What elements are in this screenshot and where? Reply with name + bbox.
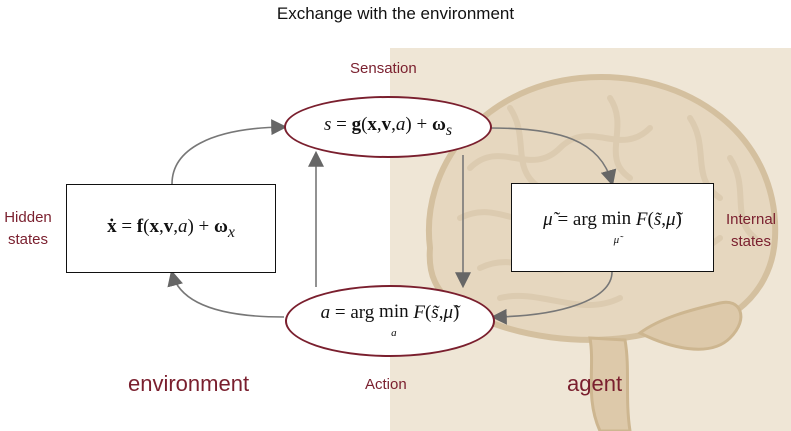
sensation-ellipse: s = g(x,v,a) + ωs — [284, 96, 492, 158]
hidden-states-label: Hidden states — [4, 209, 52, 248]
diagram-title: Exchange with the environment — [276, 4, 515, 23]
sensation-equation: s = g(x,v,a) + ωs — [323, 114, 453, 139]
arrow-sensation-to-internal — [489, 127, 617, 187]
environment-label: environment — [128, 371, 250, 396]
agent-label: agent — [567, 371, 623, 396]
hidden-states-equation: ẋ = f(x,v,a) + ωx — [107, 215, 235, 241]
arrow-internal-to-action — [490, 271, 613, 325]
sensation-label: Sensation — [350, 60, 417, 77]
arrow-action-to-hidden — [167, 269, 285, 318]
arrow-hidden-to-sensation — [171, 119, 288, 185]
hidden-states-box: ẋ = f(x,v,a) + ωx — [66, 184, 276, 273]
action-label: Action — [365, 376, 407, 393]
internal-states-label: Internal states — [725, 211, 777, 250]
